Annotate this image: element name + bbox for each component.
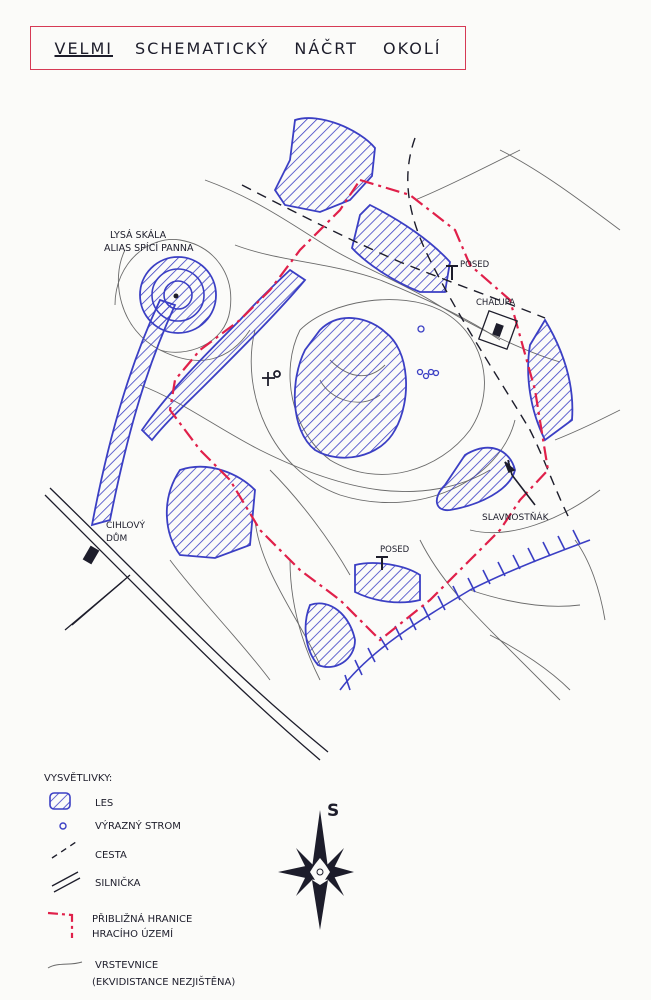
label-posed-top: POSED — [460, 260, 490, 270]
compass-rose-icon — [278, 810, 354, 930]
rock-summit-dot — [173, 293, 179, 299]
page-title: VELMI SCHEMATICKÝ NÁČRT OKOLÍ — [31, 27, 465, 69]
road — [44, 487, 329, 761]
legend-boundary-symbol — [47, 911, 74, 938]
label-posed-bottom: POSED — [380, 545, 410, 555]
tree-markers — [416, 325, 440, 380]
legend-forest-symbol — [49, 792, 71, 810]
label-rock-2: ALIAS SPÍCÍ PANNA — [104, 242, 194, 254]
forest-east-blob — [436, 446, 516, 511]
legend-item-road: SILNIČKA — [95, 876, 141, 889]
forest-south-small — [354, 562, 421, 604]
label-slavnostnak: SLAVNOSTŇÁK — [482, 511, 550, 523]
legend-road-symbol — [51, 871, 81, 893]
forest-north-top — [273, 117, 376, 213]
forest-west-strip — [90, 298, 177, 527]
forest-center-hill — [293, 317, 407, 459]
posed-bottom-icon — [376, 556, 388, 570]
legend-tree-symbol — [59, 822, 67, 830]
legend-heading: VYSVĚTLIVKY: — [44, 771, 112, 784]
label-chalupa: CHALUPA — [476, 298, 515, 308]
label-rock-1: LYSÁ SKÁLA — [110, 229, 167, 241]
anchor-symbol-icon — [262, 370, 281, 386]
map-labels: LYSÁ SKÁLA ALIAS SPÍCÍ PANNA POSED CHALU… — [104, 229, 550, 555]
legend-item-boundary-2: HRACÍHO ÚZEMÍ — [92, 927, 173, 940]
legend-item-contour-1: VRSTEVNICE — [95, 960, 158, 971]
cihlovy-dum-icon — [82, 545, 100, 565]
posed-top-icon — [446, 265, 458, 280]
legend-path-symbol — [51, 841, 77, 859]
legend: VYSVĚTLIVKY: LES VÝRAZNÝ STROM CESTA SIL… — [44, 771, 235, 988]
label-cihlovy-2: DŮM — [106, 532, 127, 544]
legend-item-path: CESTA — [95, 850, 127, 861]
title-rest: SCHEMATICKÝ NÁČRT OKOLÍ — [135, 38, 442, 58]
legend-contour-symbol — [47, 961, 83, 969]
legend-item-contour-2: (EKVIDISTANCE NEZJIŠTĚNA) — [92, 975, 235, 988]
slavnostnak-marker-icon — [504, 459, 536, 506]
rock-rings — [151, 268, 205, 322]
play-area-boundary — [168, 178, 550, 642]
legend-item-forest: LES — [95, 798, 113, 809]
forest-east-strip — [527, 318, 574, 442]
title-first-word: VELMI — [54, 38, 113, 58]
label-cihlovy-1: CIHLOVÝ — [106, 519, 145, 531]
title-box: VELMI SCHEMATICKÝ NÁČRT OKOLÍ — [30, 26, 466, 70]
forest-west-block — [165, 465, 256, 559]
paths — [241, 137, 571, 521]
legend-item-boundary-1: PŘIBLIŽNÁ HRANICE — [92, 912, 192, 925]
south-slope-hatching — [339, 529, 591, 691]
forest-south-west — [304, 602, 356, 668]
compass-label: S — [327, 801, 339, 821]
legend-item-tree: VÝRAZNÝ STROM — [95, 819, 181, 832]
forests — [90, 117, 574, 668]
chalupa-icon — [477, 309, 519, 351]
forest-north-mid — [351, 203, 451, 293]
